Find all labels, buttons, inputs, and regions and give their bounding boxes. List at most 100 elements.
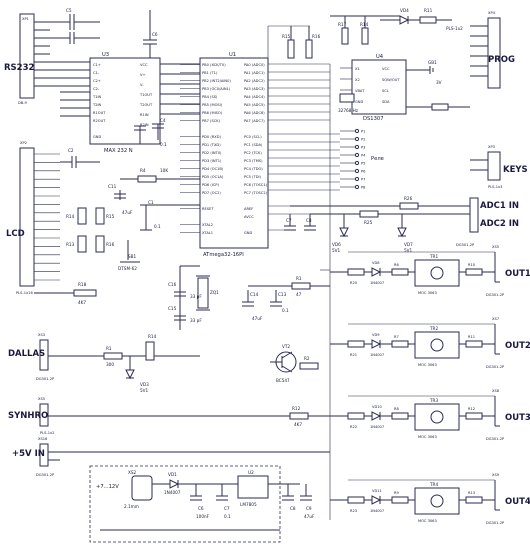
max232-pin-label: VCC [140,63,148,67]
svg-text:R14: R14 [66,214,75,219]
svg-text:R16: R16 [312,34,321,39]
optocoupler [414,487,460,515]
resistor-label: R11 [468,335,475,339]
capacitor-c2 [60,156,100,168]
max232-pin-label: R1IN [140,113,149,117]
svg-text:C7: C7 [224,506,230,511]
mcu-atmega32: U1 ATmega32-16PI PB0 (XCK/T0)PB1 (T1)PB2… [180,52,269,258]
status-led-vd4: VD4 R11 PLS-1x2 [380,8,463,31]
output-label: OUT1 [505,269,530,279]
diode [371,267,382,277]
max232-pin-label: V+ [140,73,145,77]
svg-text:R1: R1 [296,276,302,281]
svg-text:DG301-2P: DG301-2P [36,377,55,381]
diode [371,495,382,505]
max232-pin-label: T1IN [92,95,102,99]
relay-line-label: P6 [361,170,366,174]
resistor [465,268,483,276]
svg-text:BC547: BC547 [276,378,290,383]
mcu-pin-label: PA1 (ADC1) [244,71,265,75]
rtc-pin-label: VCC [382,67,390,71]
diode-type: 1N4007 [370,281,384,285]
resistor [465,412,483,420]
svg-text:XS5: XS5 [38,397,45,401]
svg-text:47uF: 47uF [122,210,133,215]
svg-text:0.1: 0.1 [282,308,289,313]
synhro-input: R12 4K7 XS5 PLS-1x2 [38,397,330,435]
svg-text:0.1: 0.1 [154,224,161,229]
mcu-pin-label: PB5 (MOSI) [202,103,223,107]
svg-text:C6: C6 [198,506,204,511]
mcu-pin-label: PD6 (ICP) [202,183,220,187]
diode-label: VD9 [372,333,380,337]
mcu-pin-label: PD4 (OC1B) [202,167,224,171]
output-connector-type: DG301-2P [486,365,505,369]
resistor [391,496,409,504]
svg-text:XP2: XP2 [20,141,27,145]
prog-label: PROG [488,55,515,65]
resistor [347,340,365,348]
svg-text:R13: R13 [66,242,75,247]
optocoupler-ref: TR4 [429,482,438,487]
resistor [465,496,483,504]
adc2-label: ADC2 IN [480,219,519,229]
output-label: OUT2 [505,341,530,351]
svg-text:PLS-1x16: PLS-1x16 [16,291,33,295]
max232-pin-label: T1OUT [139,93,153,97]
svg-text:VD1: VD1 [168,472,177,477]
svg-text:XS3: XS3 [38,333,45,337]
svg-text:5V1: 5V1 [140,388,149,393]
resistor [347,412,365,420]
optocoupler [414,403,460,431]
mcu-pin-label: XTAL2 [202,223,213,227]
svg-text:DG301-2P: DG301-2P [456,243,475,247]
svg-text:XS16: XS16 [38,437,48,441]
rs232-ref: XP1 [22,17,29,21]
svg-text:R15: R15 [106,214,115,219]
transistor-vt2: VT2 BC547 R2 [270,344,319,383]
max232-ic: U3 MAX 232 N C1+C1-C2+C2-T1INT2INR1OUTR2… [89,52,161,154]
max232-pin-label: C2+ [93,79,101,83]
svg-text:R4: R4 [140,168,146,173]
max232-pin-label: C1+ [93,63,101,67]
mcu-pin-label: PD1 (TXD) [202,143,221,147]
optocoupler [414,259,460,287]
svg-text:47uF: 47uF [304,514,315,519]
mcu-pin-label: PA3 (ADC3) [244,87,265,91]
mcu-pin-label: PA5 (ADC5) [244,103,265,107]
diode-type: 1N4007 [370,425,384,429]
mcu-pin-label: PA0 (ADC0) [244,63,265,67]
prog-connector: XP4 [470,11,501,89]
svg-text:DTSM-62: DTSM-62 [118,266,137,271]
svg-text:SB1: SB1 [128,254,137,259]
output-connector-ref: XS7 [492,317,499,321]
svg-text:0.1: 0.1 [160,142,167,147]
svg-text:33 pF: 33 pF [190,318,202,323]
svg-text:VD7: VD7 [404,242,413,247]
svg-text:XP3: XP3 [488,145,495,149]
mcu-pin-label: PC7 (TOSC2) [244,191,268,195]
svg-text:R2: R2 [304,356,310,361]
svg-text:C8: C8 [290,506,296,511]
svg-text:PLS-1x2: PLS-1x2 [40,431,54,435]
rtc-pin-label: X2 [355,78,360,82]
diode-label: VD11 [372,489,382,493]
resistor-r15-r16 [287,26,313,59]
max232-pin-label: C2- [93,87,100,91]
output-connector-ref: XS8 [492,389,500,393]
mcu-pin-label: PC4 (TDO) [244,167,263,171]
lcd-connector: XP2 PLS-1x16 [16,141,60,295]
power-input: XS16 DG301-2P [36,437,330,477]
resistor-label: R7 [394,335,399,339]
svg-text:C8: C8 [306,218,312,223]
diode-type: 1N4007 [370,353,384,357]
capacitor-c4 [152,123,164,140]
svg-text:47uF: 47uF [252,316,263,321]
output-connector-type: DG301-2P [486,437,505,441]
mcu-pin-label: PA7 (ADC7) [244,119,265,123]
svg-text:C5: C5 [66,8,72,13]
svg-text:4K7: 4K7 [78,300,86,305]
output-connector-type: DG301-2P [486,521,505,525]
